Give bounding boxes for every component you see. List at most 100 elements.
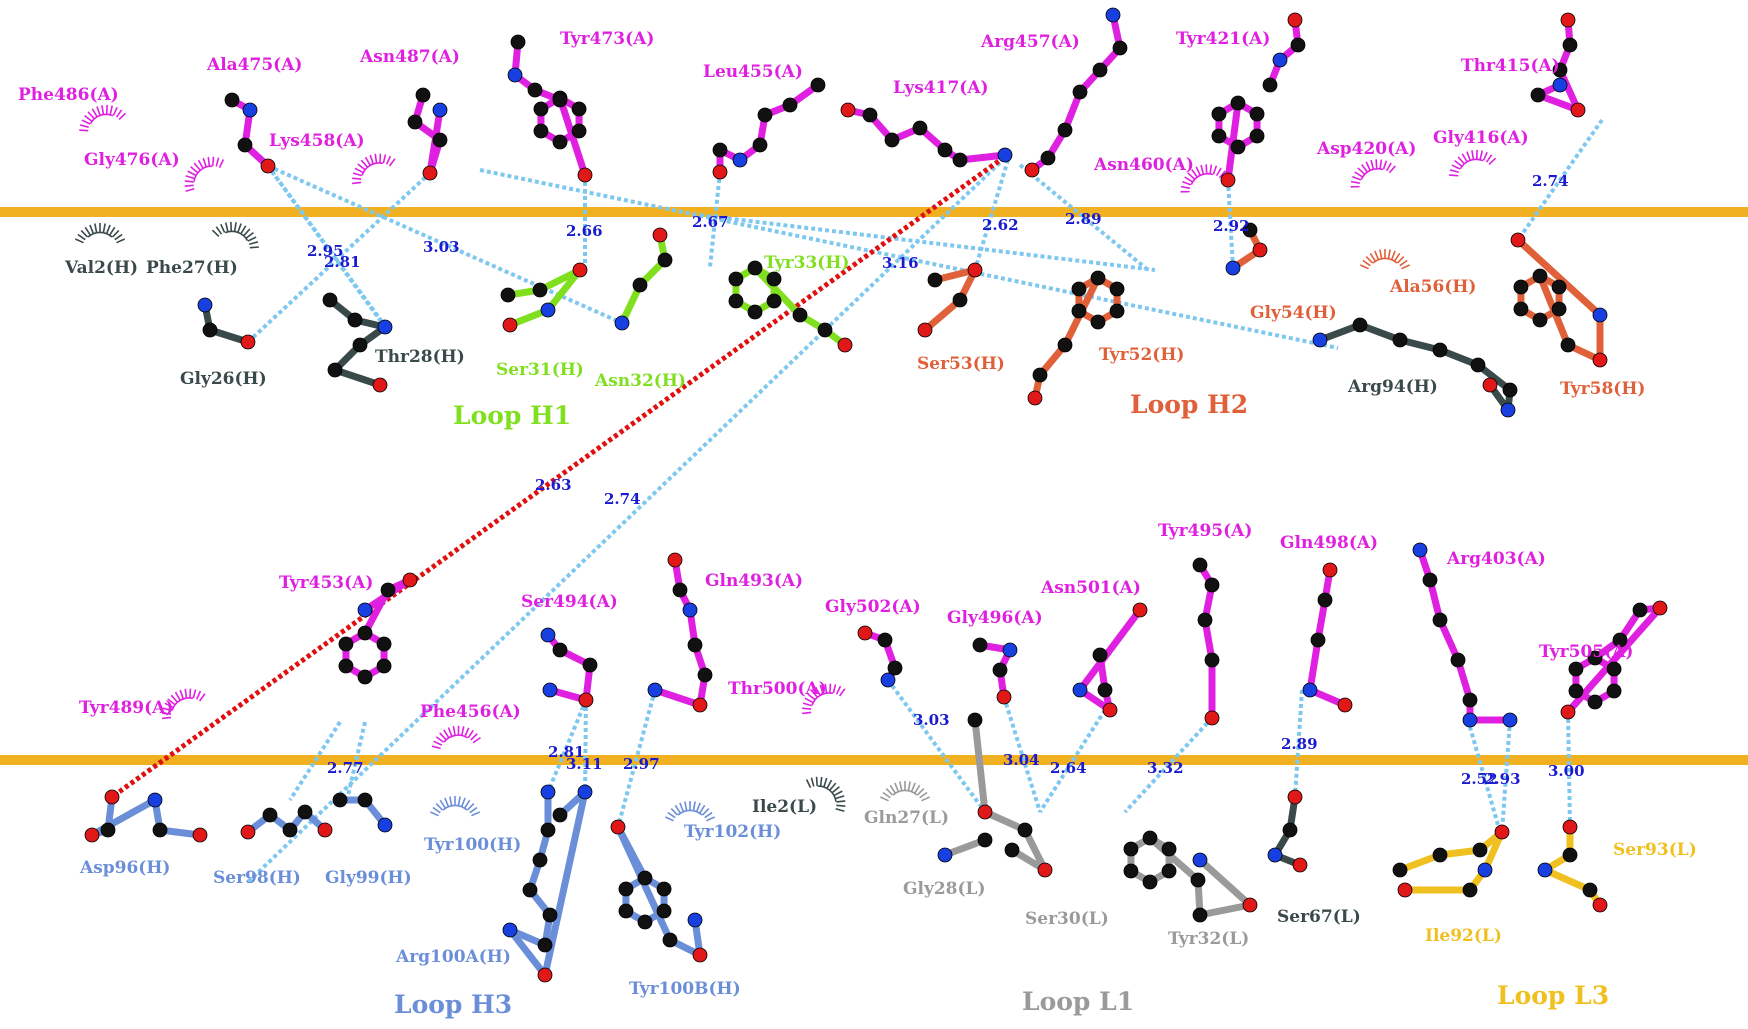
atom <box>377 817 393 833</box>
atom <box>977 804 993 820</box>
hydrophobic-contact-arc <box>880 781 930 802</box>
hbond-distance: 2.81 <box>548 743 585 761</box>
contact-tick <box>243 228 251 237</box>
atom <box>1632 602 1648 618</box>
atom <box>577 784 593 800</box>
contact-tick <box>1365 256 1374 264</box>
atom <box>1592 307 1608 323</box>
atom <box>1112 40 1128 56</box>
contact-tick <box>202 157 207 167</box>
atom <box>84 827 100 843</box>
residue-label: Tyr102(H) <box>684 822 781 842</box>
atom <box>618 903 634 919</box>
atom <box>1592 897 1608 913</box>
atom <box>1513 279 1529 295</box>
hbond-distance: 2.63 <box>535 476 572 494</box>
atom <box>317 822 333 838</box>
contact-tick <box>815 776 818 786</box>
contact-tick <box>1379 159 1383 169</box>
atom <box>662 932 678 948</box>
atom <box>912 120 928 136</box>
atom <box>1109 281 1125 297</box>
atom <box>1562 819 1578 835</box>
hbond-distance: 3.32 <box>1147 759 1184 777</box>
contact-tick <box>433 740 443 746</box>
atom <box>757 107 773 123</box>
contact-tick <box>444 797 449 807</box>
contact-tick <box>1394 252 1401 262</box>
atom <box>1652 600 1668 616</box>
contact-tick <box>1218 170 1226 179</box>
contact-tick <box>1352 175 1362 181</box>
atom <box>522 882 538 898</box>
atom <box>1027 390 1043 406</box>
loop-title-h3: Loop H3 <box>394 990 512 1019</box>
hbond-distance: 2.74 <box>604 490 641 508</box>
atom <box>552 642 568 658</box>
atom <box>1037 862 1053 878</box>
hydrogen-bond <box>1466 719 1502 833</box>
atom <box>104 789 120 805</box>
bond <box>1021 826 1049 874</box>
atom <box>1252 242 1268 258</box>
atom <box>667 552 683 568</box>
hydrophobic-contact-arc <box>1180 164 1226 193</box>
interface-line-top <box>0 207 1748 217</box>
atom <box>1592 352 1608 368</box>
atoms <box>84 7 1668 983</box>
contact-tick <box>1360 264 1369 270</box>
contact-tick <box>882 791 891 799</box>
atom <box>952 292 968 308</box>
atom <box>967 712 983 728</box>
contact-tick <box>1374 250 1379 260</box>
contact-arc <box>87 231 113 238</box>
contact-tick <box>1451 164 1461 170</box>
atom <box>1102 702 1118 718</box>
contact-tick <box>810 689 818 698</box>
residue-label: Tyr52(H) <box>1099 345 1184 365</box>
contact-arc <box>361 162 384 176</box>
atom <box>1282 822 1298 838</box>
contact-arc <box>89 113 114 125</box>
contact-arc <box>817 785 837 802</box>
hydrogen-bond <box>288 720 342 802</box>
contact-tick <box>471 811 480 817</box>
atom <box>1510 232 1526 248</box>
contact-tick <box>665 816 674 822</box>
residue-label: Thr28(H) <box>375 347 465 367</box>
contact-tick <box>112 106 118 116</box>
atom <box>552 134 568 150</box>
contact-arc <box>193 165 213 182</box>
residue-label: Gly26(H) <box>180 369 267 389</box>
atom <box>540 784 556 800</box>
atom <box>1552 77 1568 93</box>
atom <box>282 822 298 838</box>
contact-tick <box>1454 160 1463 167</box>
atom <box>571 123 587 139</box>
contact-tick <box>106 224 111 234</box>
atom <box>747 304 763 320</box>
atom <box>552 92 568 108</box>
atom <box>1190 872 1206 888</box>
contact-tick <box>115 109 123 118</box>
contact-tick <box>1362 259 1371 267</box>
atom <box>260 158 276 174</box>
residue-label: Tyr473(A) <box>560 29 654 49</box>
atom <box>1211 128 1227 144</box>
contact-tick <box>885 788 894 796</box>
atom <box>242 102 258 118</box>
atom <box>1267 847 1283 863</box>
contact-tick <box>89 224 94 234</box>
atom <box>1262 77 1278 93</box>
hydrophobic-contact-arc <box>1360 249 1410 270</box>
contact-tick <box>704 811 713 819</box>
atom <box>540 627 556 643</box>
contact-tick <box>1191 168 1198 178</box>
atom <box>1272 52 1288 68</box>
residue-label: Ser494(A) <box>521 592 618 612</box>
hydrogen-bond <box>616 689 657 828</box>
hydrogen-bond <box>479 168 1339 350</box>
atom <box>672 582 688 598</box>
contact-tick <box>87 111 95 120</box>
